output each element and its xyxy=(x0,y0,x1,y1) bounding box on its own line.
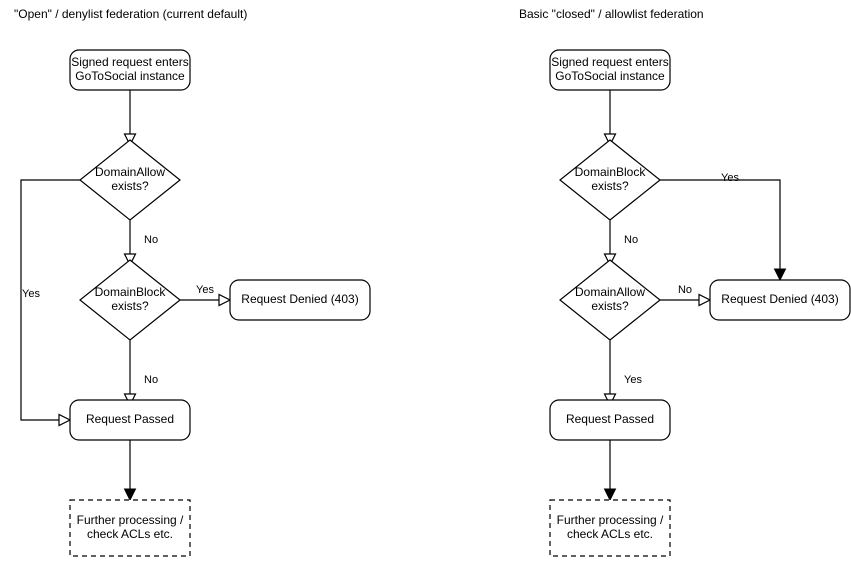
domain-allow-decision-shape xyxy=(79,139,181,221)
request-denied-box[interactable]: Request Denied (403) xyxy=(229,279,371,321)
edge-label: No xyxy=(624,234,638,246)
request-passed-box-shape xyxy=(69,399,191,441)
further-processing-box-label: Further processing /check ACLs etc. xyxy=(77,513,184,541)
domain-block-decision-shape xyxy=(79,259,181,341)
edge-passed-to-further xyxy=(123,440,137,502)
edge-allow-no-to-denied: No xyxy=(660,284,712,307)
edge-block-yes-to-denied-line xyxy=(660,179,781,272)
further-processing-box[interactable]: Further processing /check ACLs etc. xyxy=(69,499,191,557)
signed-request-entry-label-line: GoToSocial instance xyxy=(555,69,665,83)
request-denied-box-label: Request Denied (403) xyxy=(721,292,838,306)
signed-request-entry-label-line: Signed request enters xyxy=(71,55,188,69)
domain-block-decision-shape xyxy=(559,139,661,221)
domain-allow-decision-label-line: DomainAllow xyxy=(575,285,645,299)
signed-request-entry-label-line: Signed request enters xyxy=(551,55,668,69)
edge-block-yes-to-denied-arrowhead-icon xyxy=(218,293,232,307)
edge-allow-yes-to-passed-line xyxy=(20,179,80,421)
further-processing-box-label-line: check ACLs etc. xyxy=(87,527,173,541)
further-processing-box-label-line: Further processing / xyxy=(557,513,664,527)
edge-label: No xyxy=(144,374,158,386)
signed-request-entry-shape xyxy=(549,49,671,91)
further-processing-box-label: Further processing /check ACLs etc. xyxy=(557,513,664,541)
request-passed-box-label: Request Passed xyxy=(86,412,174,426)
request-denied-box-label-line: Request Denied (403) xyxy=(241,292,358,306)
request-passed-box[interactable]: Request Passed xyxy=(549,399,671,441)
diagram-closed-allowlist: Basic "closed" / allowlist federationYes… xyxy=(519,7,851,557)
further-processing-box-label-line: check ACLs etc. xyxy=(567,527,653,541)
edge-allow-no-to-denied-arrowhead-icon xyxy=(698,293,712,307)
domain-block-decision-label-line: exists? xyxy=(111,299,149,313)
request-passed-box-label-line: Request Passed xyxy=(566,412,654,426)
further-processing-box[interactable]: Further processing /check ACLs etc. xyxy=(549,499,671,557)
edge-label: Yes xyxy=(196,284,214,296)
edge-label: Yes xyxy=(624,374,642,386)
edge-block-yes-to-denied: Yes xyxy=(660,172,787,282)
domain-allow-decision-label-line: exists? xyxy=(111,179,149,193)
signed-request-entry-label-line: GoToSocial instance xyxy=(75,69,185,83)
edge-label: Yes xyxy=(22,288,40,300)
diagram-open-denylist: "Open" / denylist federation (current de… xyxy=(14,7,371,557)
request-denied-box-label-line: Request Denied (403) xyxy=(721,292,838,306)
domain-block-decision-label-line: DomainBlock xyxy=(575,165,647,179)
domain-block-decision-label-line: exists? xyxy=(591,179,629,193)
request-denied-box-shape xyxy=(229,279,371,321)
request-denied-box-shape xyxy=(709,279,851,321)
request-denied-box-label: Request Denied (403) xyxy=(241,292,358,306)
request-passed-box-label: Request Passed xyxy=(566,412,654,426)
edge-passed-to-further xyxy=(603,440,617,502)
further-processing-box-shape xyxy=(69,499,191,557)
domain-allow-decision-label-line: DomainAllow xyxy=(95,165,165,179)
edge-label: No xyxy=(678,284,692,296)
request-passed-box-shape xyxy=(549,399,671,441)
request-passed-box-label-line: Request Passed xyxy=(86,412,174,426)
edge-passed-to-further-arrowhead-icon xyxy=(603,488,617,502)
further-processing-box-shape xyxy=(549,499,671,557)
edge-label: Yes xyxy=(721,172,739,184)
further-processing-box-label-line: Further processing / xyxy=(77,513,184,527)
diagram-title: "Open" / denylist federation (current de… xyxy=(14,7,247,21)
edge-block-yes-to-denied: Yes xyxy=(180,284,232,307)
domain-allow-decision-shape xyxy=(559,259,661,341)
diagram-title: Basic "closed" / allowlist federation xyxy=(519,7,704,21)
request-passed-box[interactable]: Request Passed xyxy=(69,399,191,441)
edge-allow-yes-to-passed-arrowhead-icon xyxy=(58,413,72,427)
domain-block-decision-label-line: DomainBlock xyxy=(95,285,167,299)
diagram-layer: "Open" / denylist federation (current de… xyxy=(14,7,851,557)
edge-block-yes-to-denied-arrowhead-icon xyxy=(773,268,787,282)
edge-allow-yes-to-passed: Yes xyxy=(20,179,80,427)
domain-allow-decision-label-line: exists? xyxy=(591,299,629,313)
request-denied-box[interactable]: Request Denied (403) xyxy=(709,279,851,321)
signed-request-entry-shape xyxy=(69,49,191,91)
edge-passed-to-further-arrowhead-icon xyxy=(123,488,137,502)
edge-label: No xyxy=(144,234,158,246)
